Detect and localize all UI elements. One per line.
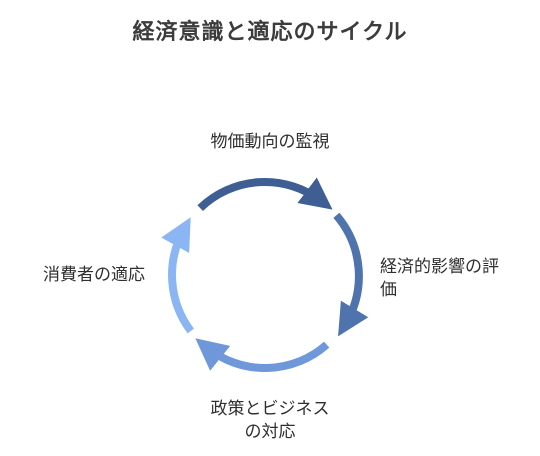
step-label-line: 物価動向の監視: [210, 132, 330, 152]
step-label-line: の対応: [244, 422, 296, 442]
step-label-policy-business: 政策とビジネス の対応: [170, 398, 370, 444]
step-label-economic-impact: 経済的影響の評 価: [380, 256, 530, 302]
cycle-arrow-monitor-to-evaluate: [197, 177, 333, 211]
cycle-arrow-evaluate-to-response: [333, 212, 369, 337]
step-label-price-monitoring: 物価動向の監視: [170, 131, 370, 154]
cycle-arrow-response-to-adapt: [195, 338, 330, 372]
step-label-line: 政策とビジネス: [210, 399, 330, 419]
diagram-title: 経済意識と適応のサイクル: [132, 20, 408, 45]
step-label-line: 価: [380, 280, 397, 300]
step-label-line: 消費者の適応: [43, 265, 145, 285]
step-label-line: 経済的影響の評: [380, 257, 499, 277]
cycle-arrow-adapt-to-monitor: [161, 217, 195, 334]
step-label-consumer-adaptation: 消費者の適応: [10, 264, 145, 287]
